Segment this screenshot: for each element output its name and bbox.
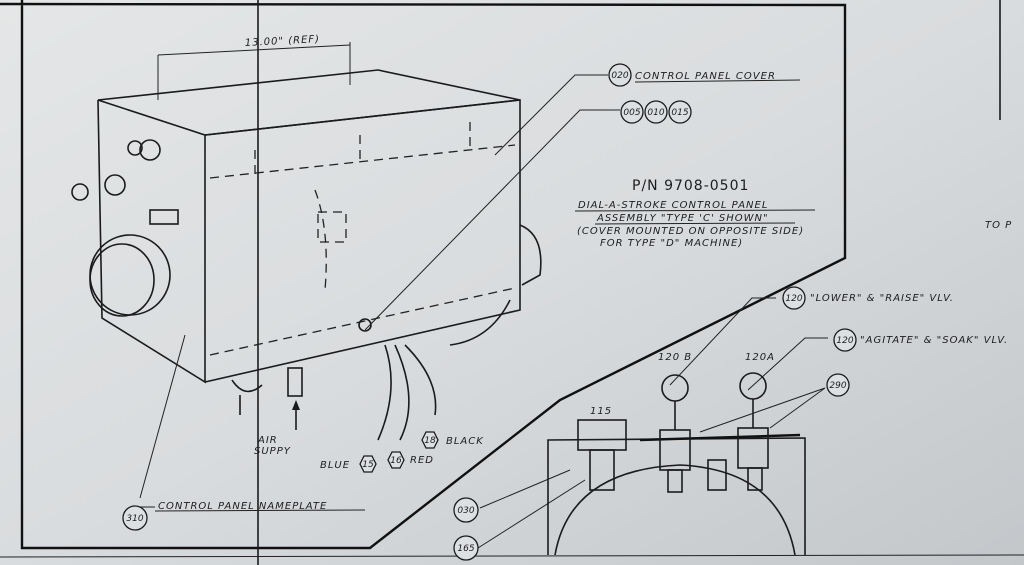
valve-label-120a: 120A xyxy=(745,352,775,363)
title-line-4: FOR TYPE "D" MACHINE) xyxy=(600,238,743,249)
svg-text:120: 120 xyxy=(836,336,853,346)
callout-label: CONTROL PANEL NAMEPLATE xyxy=(158,501,327,512)
toggle-switch-icon xyxy=(139,139,161,161)
air-supply-label: AIR SUPPY xyxy=(254,435,291,457)
edge-text: TO P xyxy=(985,220,1012,231)
callout-165: 165 xyxy=(453,535,479,561)
toggle-knob-icon xyxy=(127,140,143,156)
air-valve-icon xyxy=(287,367,303,397)
svg-text:15: 15 xyxy=(362,460,374,470)
callout-lower-raise-valve: 120 "LOWER" & "RAISE" VLV. xyxy=(782,286,954,310)
callout-290: 290 xyxy=(826,373,850,397)
wire-leads xyxy=(377,344,437,441)
svg-text:290: 290 xyxy=(829,381,846,391)
dimension-note: (REF) xyxy=(288,34,320,47)
control-panel-box xyxy=(71,69,542,430)
callout-label: "AGITATE" & "SOAK" VLV. xyxy=(860,335,1008,346)
callout-fasteners: 005 010 015 xyxy=(620,100,692,124)
svg-text:13.00" (REF): 13.00" (REF) xyxy=(245,34,321,49)
svg-text:165: 165 xyxy=(457,544,474,554)
svg-text:18: 18 xyxy=(424,436,436,446)
wire-color: RED xyxy=(410,455,434,466)
toggle-switch-icon xyxy=(104,174,126,196)
leader-lines xyxy=(139,74,828,549)
callout-115: 115 xyxy=(590,406,612,417)
title-line-1: DIAL-A-STROKE CONTROL PANEL xyxy=(578,200,768,211)
svg-text:005: 005 xyxy=(623,108,640,118)
callout-030: 030 xyxy=(453,497,479,523)
callout-nameplate: 310 CONTROL PANEL NAMEPLATE xyxy=(122,501,366,531)
svg-text:310: 310 xyxy=(126,514,143,524)
svg-text:030: 030 xyxy=(457,506,474,516)
svg-text:16: 16 xyxy=(390,456,402,466)
title-block: P/N 9708-0501 DIAL-A-STROKE CONTROL PANE… xyxy=(574,178,816,249)
title-line-3: (COVER MOUNTED ON OPPOSITE SIDE) xyxy=(577,226,804,237)
callout-agitate-soak-valve: 120 "AGITATE" & "SOAK" VLV. xyxy=(833,328,1008,352)
svg-text:020: 020 xyxy=(611,71,628,81)
valve-label-120b: 120 B xyxy=(658,352,692,363)
wire-color: BLACK xyxy=(446,436,484,447)
fastener-icon xyxy=(358,318,372,332)
callout-label: "LOWER" & "RAISE" VLV. xyxy=(810,293,954,304)
svg-text:120: 120 xyxy=(785,294,802,304)
selector-switch-icon xyxy=(149,209,179,225)
svg-text:010: 010 xyxy=(647,108,664,118)
svg-text:015: 015 xyxy=(671,108,688,118)
callout-label: CONTROL PANEL COVER xyxy=(635,71,776,82)
svg-text:SUPPY: SUPPY xyxy=(254,446,291,457)
toggle-knob-icon xyxy=(71,183,89,201)
svg-text:AIR: AIR xyxy=(257,435,278,446)
valve-detail-view xyxy=(547,372,806,556)
title-line-2: ASSEMBLY "TYPE 'C' SHOWN" xyxy=(596,213,769,224)
part-number: P/N 9708-0501 xyxy=(632,178,749,194)
wire-color: BLUE xyxy=(320,460,350,471)
dimension-line: 13.00" (REF) xyxy=(157,34,351,100)
dimension-value: 13.00" xyxy=(245,36,285,49)
wire-callouts: BLUE 15 16 RED 18 BLACK xyxy=(320,431,484,473)
callout-control-panel-cover: 020 CONTROL PANEL COVER xyxy=(608,63,801,87)
